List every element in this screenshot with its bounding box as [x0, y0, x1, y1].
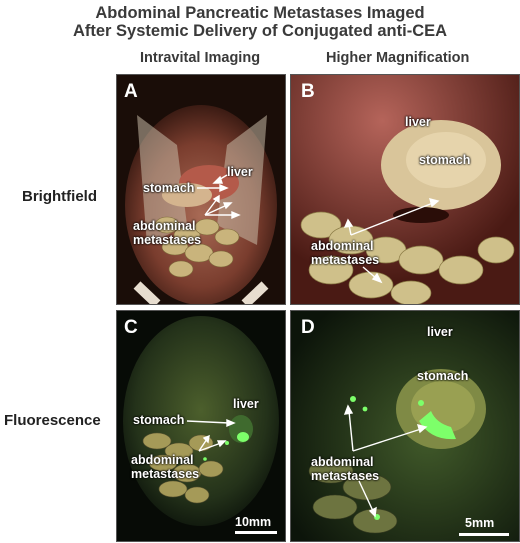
panel-a-stomach-label: stomach — [143, 181, 195, 195]
panel-c-letter: C — [124, 317, 138, 338]
panel-a-metastases-label-1: abdominal — [133, 219, 196, 233]
panel-c-liver-label: liver — [233, 397, 259, 411]
panel-d-stomach-label: stomach — [417, 369, 469, 383]
panel-c-fluorescence-intravital: C liver stomach abdominal metastases 10m… — [116, 310, 286, 542]
panel-a-letter: A — [124, 81, 138, 102]
panel-d-fluorescence-magnified: D liver stomach abdominal metastases 5mm — [290, 310, 520, 542]
panel-b-liver-label: liver — [405, 115, 431, 129]
row-label-fluorescence: Fluorescence — [4, 412, 101, 429]
panel-a-metastases-label-2: metastases — [133, 233, 202, 247]
figure-title-line2: After Systemic Delivery of Conjugated an… — [72, 22, 448, 40]
panel-d-metastases-label-2: metastases — [311, 469, 380, 483]
panel-a-brightfield-intravital: A liver stomach abdominal metastases — [116, 74, 286, 305]
panel-c-metastases-label-2: metastases — [131, 467, 200, 481]
panel-d-scale-label: 5mm — [465, 516, 495, 530]
panel-b-letter: B — [301, 81, 315, 102]
panel-b-metastases-label-1: abdominal — [311, 239, 374, 253]
panel-b-brightfield-magnified: B liver stomach abdominal metastases — [290, 74, 520, 305]
figure-title-line1: Abdominal Pancreatic Metastases Imaged — [95, 4, 425, 22]
row-label-brightfield: Brightfield — [22, 188, 97, 205]
column-header-magnification: Higher Magnification — [326, 50, 470, 66]
panel-c-stomach-label: stomach — [133, 413, 185, 427]
panel-b-stomach-label: stomach — [419, 153, 471, 167]
panel-d-metastases-label-1: abdominal — [311, 455, 374, 469]
column-header-intravital: Intravital Imaging — [140, 50, 261, 66]
panel-d-liver-label: liver — [427, 325, 453, 339]
panel-c-metastases-label-1: abdominal — [131, 453, 194, 467]
panel-a-liver-label: liver — [227, 165, 253, 179]
panel-d-letter: D — [301, 317, 315, 338]
panel-c-scale-label: 10mm — [235, 515, 272, 529]
panel-b-metastases-label-2: metastases — [311, 253, 380, 267]
